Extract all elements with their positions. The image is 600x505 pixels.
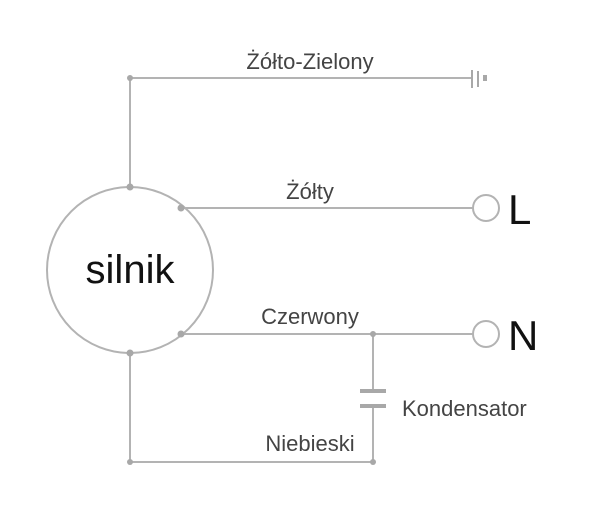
ground-wire-label: Żółto-Zielony — [246, 49, 373, 74]
terminal-circle-icon — [472, 320, 500, 348]
junction-node — [177, 204, 185, 212]
neutral-wire-label: Czerwony — [261, 304, 359, 329]
motor-label: silnik — [86, 248, 176, 292]
capacitor-label: Kondensator — [402, 396, 527, 421]
junction-node — [177, 330, 185, 338]
junction-node — [370, 331, 376, 337]
terminal-circle-icon — [472, 194, 500, 222]
return-wire-label: Niebieski — [265, 431, 354, 456]
junction-node — [126, 183, 134, 191]
terminal-n-label: N — [508, 312, 538, 359]
junction-node — [127, 459, 133, 465]
capacitor-symbol-icon — [360, 389, 386, 408]
junction-node — [126, 349, 134, 357]
ground-symbol-icon — [471, 70, 487, 88]
terminal-l-label: L — [508, 186, 531, 233]
junction-node — [127, 75, 133, 81]
line-wire-label: Żółty — [286, 179, 334, 204]
junction-node — [370, 459, 376, 465]
